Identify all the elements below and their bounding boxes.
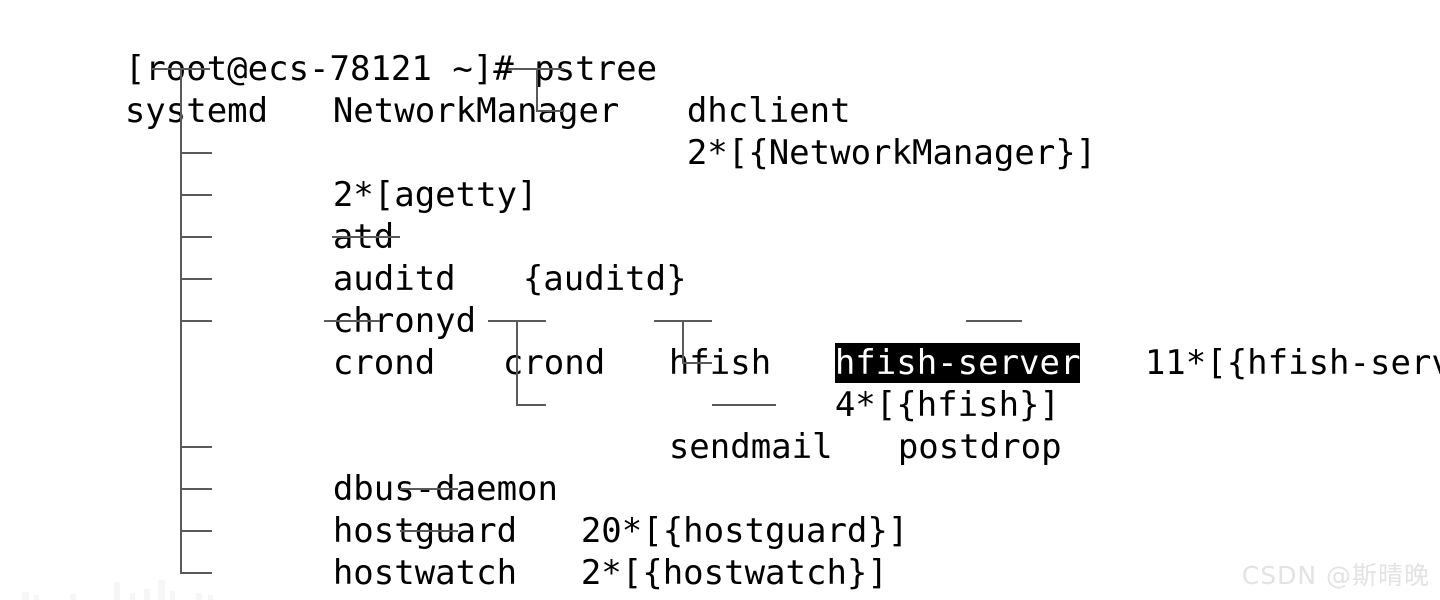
tree-stub-hostwatch: [180, 530, 212, 532]
tree-row-hostguard-threads: 20*[{hostguard}]: [458, 467, 909, 551]
tree-row-sendmail: sendmail: [546, 383, 833, 467]
tree-row-atd: atd: [210, 173, 394, 257]
tree-spine-networkmanager: [536, 68, 538, 110]
tree-spine-crond2: [516, 320, 518, 404]
tree-line-hostwatch: [400, 530, 458, 532]
tree-row-networkmanager: NetworkManager: [210, 47, 620, 131]
process-postdrop[interactable]: postdrop: [897, 426, 1062, 467]
tree-stub-agetty: [180, 152, 212, 154]
process-crond[interactable]: crond: [332, 342, 436, 383]
watermark-artifact: [18, 564, 248, 600]
tree-row-systemd: systemd: [2, 47, 268, 131]
process-networkmanager[interactable]: NetworkManager: [332, 90, 620, 131]
csdn-watermark: CSDN @斯晴晚: [1241, 561, 1430, 590]
process-hostguard-threads[interactable]: 20*[{hostguard}]: [580, 510, 909, 551]
tree-line-sendmail-postdrop: [712, 404, 776, 406]
clipped-prompt-line: [root@ecs-78121 ~]#: [2, 0, 514, 2]
tree-row-networkmanager-threads: 2*[{NetworkManager}]: [564, 89, 1096, 173]
process-auditd-thread[interactable]: {auditd}: [522, 258, 687, 299]
tree-stub-crond: [180, 320, 212, 322]
process-systemd[interactable]: systemd: [124, 90, 269, 131]
tree-row-hfish-server: hfish-server: [712, 299, 1081, 383]
process-dhclient[interactable]: dhclient: [686, 90, 851, 131]
tree-row-hostwatch: hostwatch: [210, 509, 517, 593]
tree-stub-auditd: [180, 236, 212, 238]
tree-row-postdrop: postdrop: [775, 383, 1062, 467]
process-agetty[interactable]: 2*[agetty]: [332, 174, 538, 215]
process-sendmail[interactable]: sendmail: [668, 426, 833, 467]
text-cursor: [957, 296, 959, 322]
tree-row-dhclient: dhclient: [564, 47, 851, 131]
tree-stub-dbus-daemon: [180, 446, 212, 448]
tree-row-agetty: 2*[agetty]: [210, 131, 538, 215]
tree-row-hfish-threads: 4*[{hfish}]: [712, 341, 1060, 425]
tree-stub-hostguard: [180, 488, 212, 490]
tree-spine-hfish: [682, 320, 684, 362]
process-hfish-server-selected[interactable]: hfish-server: [834, 342, 1081, 383]
tree-line-auditd: [332, 236, 400, 238]
tree-row-lvmetad: lvmetad: [210, 551, 476, 600]
process-lvmetad[interactable]: lvmetad: [333, 595, 476, 600]
tree-stub-chronyd: [180, 278, 212, 280]
tree-row-chronyd: chronyd: [210, 257, 476, 341]
process-crond-child[interactable]: crond: [502, 342, 606, 383]
tree-line-crond-to-crond: [324, 320, 380, 322]
tree-row-crond: crond: [210, 299, 435, 383]
tree-stub-nm-threads: [536, 110, 564, 112]
tree-row-auditd: auditd: [210, 215, 456, 299]
process-hostwatch-threads[interactable]: 2*[{hostwatch}]: [580, 552, 888, 593]
tree-row-dbus-daemon: dbus-daemon: [210, 425, 558, 509]
tree-stub-hfish-threads: [682, 362, 712, 364]
prompt-line[interactable]: [root@ecs-78121 ~]# pstree: [2, 5, 657, 89]
tree-row-hostwatch-threads: 2*[{hostwatch}]: [458, 509, 888, 593]
prompt-and-command: [root@ecs-78121 ~]# pstree: [124, 48, 658, 89]
process-hfish-threads[interactable]: 4*[{hfish}]: [834, 384, 1060, 425]
tree-stub-lvmetad: [180, 572, 212, 574]
tree-line-hfish-server-threads: [966, 320, 1022, 322]
tree-row-auditd-thread: {auditd}: [400, 215, 687, 299]
process-networkmanager-threads[interactable]: 2*[{NetworkManager}]: [686, 132, 1097, 173]
tree-line-hostguard: [400, 488, 458, 490]
process-hostwatch[interactable]: hostwatch: [332, 552, 518, 593]
tree-row-hfish-server-threads: 11*[{hfish-server}+: [1022, 299, 1440, 383]
tree-stub-atd: [180, 194, 212, 196]
tree-row-crond-child: crond: [380, 299, 605, 383]
process-auditd[interactable]: auditd: [332, 258, 456, 299]
process-hfish-server-threads[interactable]: 11*[{hfish-server}+: [1144, 342, 1440, 383]
tree-stub-sendmail: [516, 404, 546, 406]
